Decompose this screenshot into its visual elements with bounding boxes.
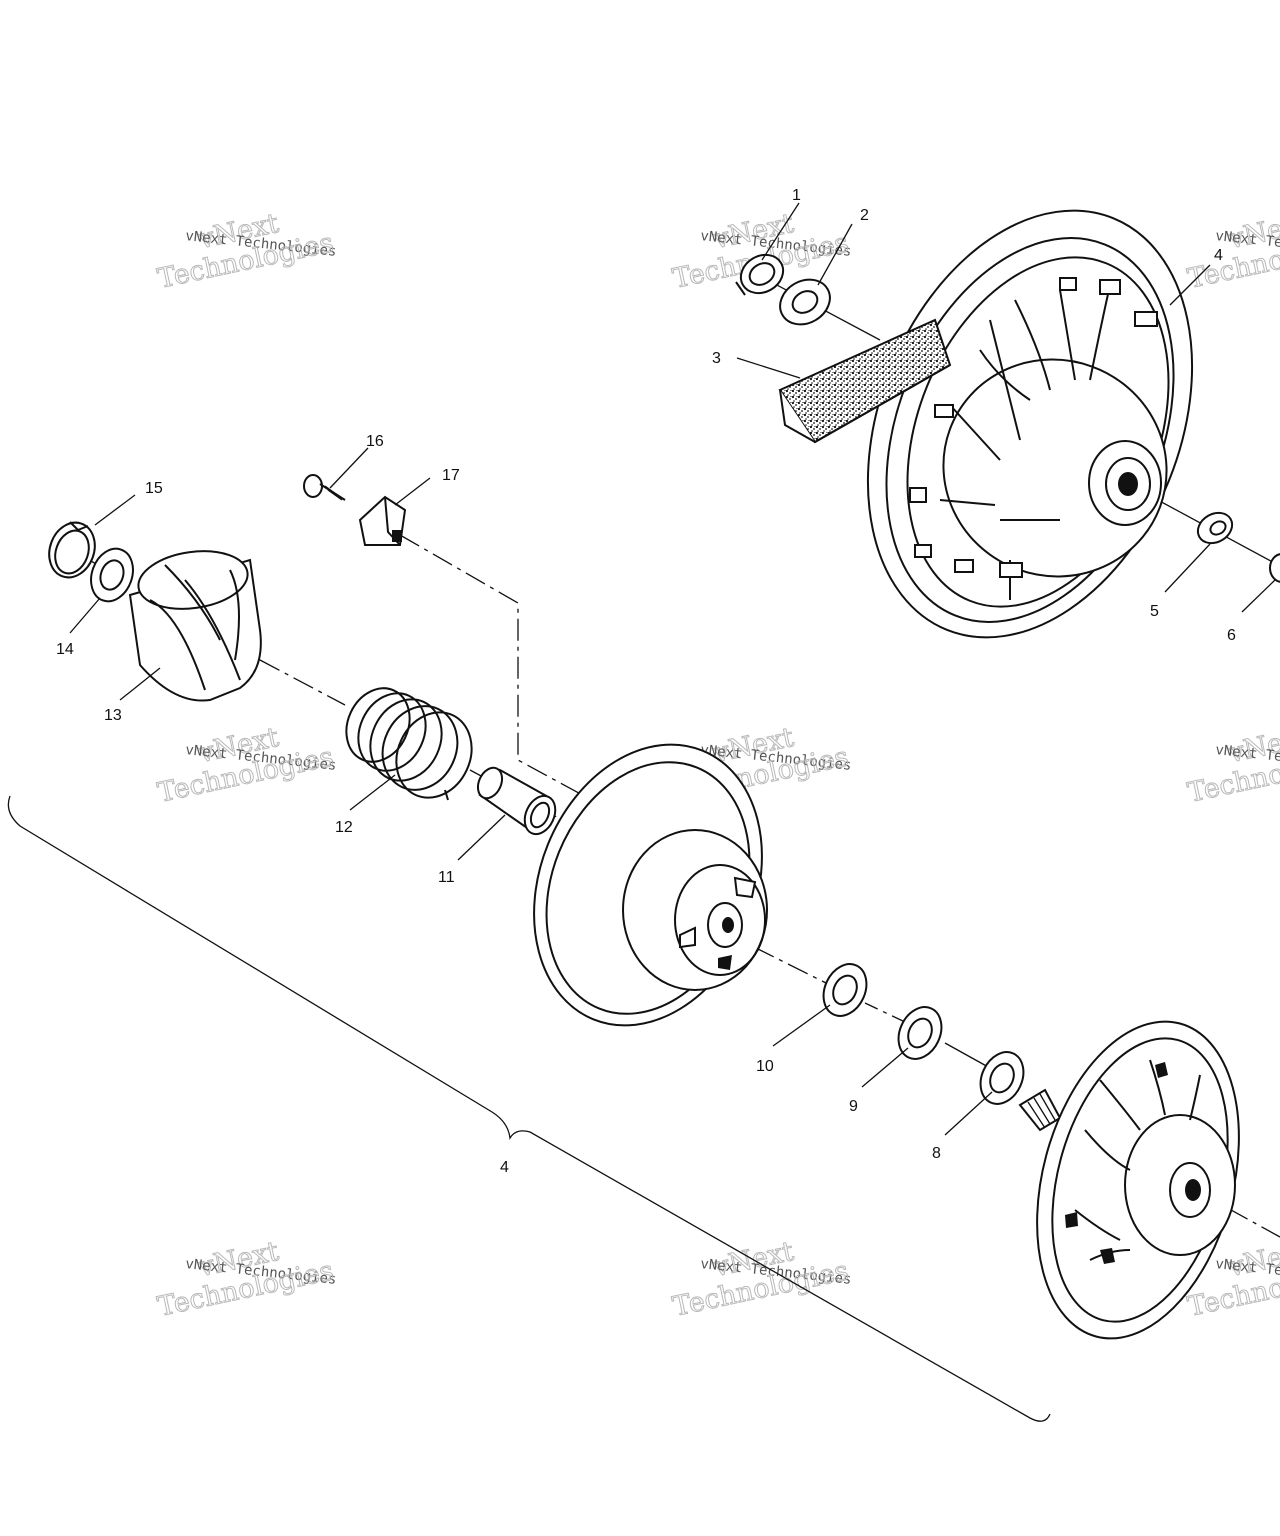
part-1-ring — [735, 253, 785, 296]
callout-1: 1 — [792, 187, 801, 204]
part-2-washer — [779, 278, 831, 326]
callout-13: 13 — [104, 707, 122, 724]
watermark-top-left: vNext vNext Technologies Technologies — [155, 207, 338, 295]
part-10-washer — [822, 963, 868, 1017]
callout-labels: 1 2 3 4 5 6 16 17 15 14 13 12 11 10 9 8 … — [56, 187, 1236, 1176]
part-5-spacer — [1196, 511, 1234, 545]
part-8-washer — [979, 1051, 1025, 1105]
part-6-washer — [1269, 553, 1280, 583]
callout-3: 3 — [712, 350, 721, 367]
assembly-brace — [7, 795, 1051, 1422]
watermark-top-right: vNext vNext Technologies Technologies — [1185, 207, 1280, 295]
callout-2: 2 — [860, 207, 869, 224]
callout-8: 8 — [932, 1145, 941, 1162]
callout-9: 9 — [849, 1098, 858, 1115]
part-11-bushing — [476, 766, 557, 836]
watermark-mid-right: vNext vNext Technologies Technologies — [1185, 721, 1280, 809]
watermark-bottom-left: vNext vNext Technologies Technologies — [155, 1235, 338, 1323]
callout-4-top: 4 — [1214, 247, 1223, 264]
callout-12: 12 — [335, 819, 353, 836]
callout-15: 15 — [145, 480, 163, 497]
part-14-washer — [90, 547, 134, 603]
part-16-screw — [303, 474, 346, 501]
callout-6: 6 — [1227, 627, 1236, 644]
watermark-bottom-center: vNext vNext Technologies Technologies — [670, 1235, 853, 1323]
part-12-spring — [345, 687, 473, 801]
callout-5: 5 — [1150, 603, 1159, 620]
callout-17: 17 — [442, 467, 460, 484]
part-4-movable-sheave — [533, 743, 768, 1027]
part-15-snap-ring — [48, 521, 96, 579]
part-13-cam — [128, 550, 262, 702]
part-4-fixed-sheave — [1018, 1020, 1240, 1340]
callout-14: 14 — [56, 641, 74, 658]
callout-11: 11 — [438, 869, 455, 886]
callout-10: 10 — [756, 1058, 774, 1075]
part-3-drive-belt — [778, 318, 952, 444]
part-9-washer — [897, 1006, 943, 1060]
watermark-mid-left: vNext vNext Technologies Technologies — [155, 721, 338, 809]
callout-16: 16 — [366, 433, 384, 450]
leader-lines — [69, 202, 1276, 1136]
part-4-driven-sheave-top — [866, 209, 1194, 639]
part-17-slider-button — [358, 495, 407, 546]
callout-4-bottom: 4 — [500, 1159, 509, 1176]
